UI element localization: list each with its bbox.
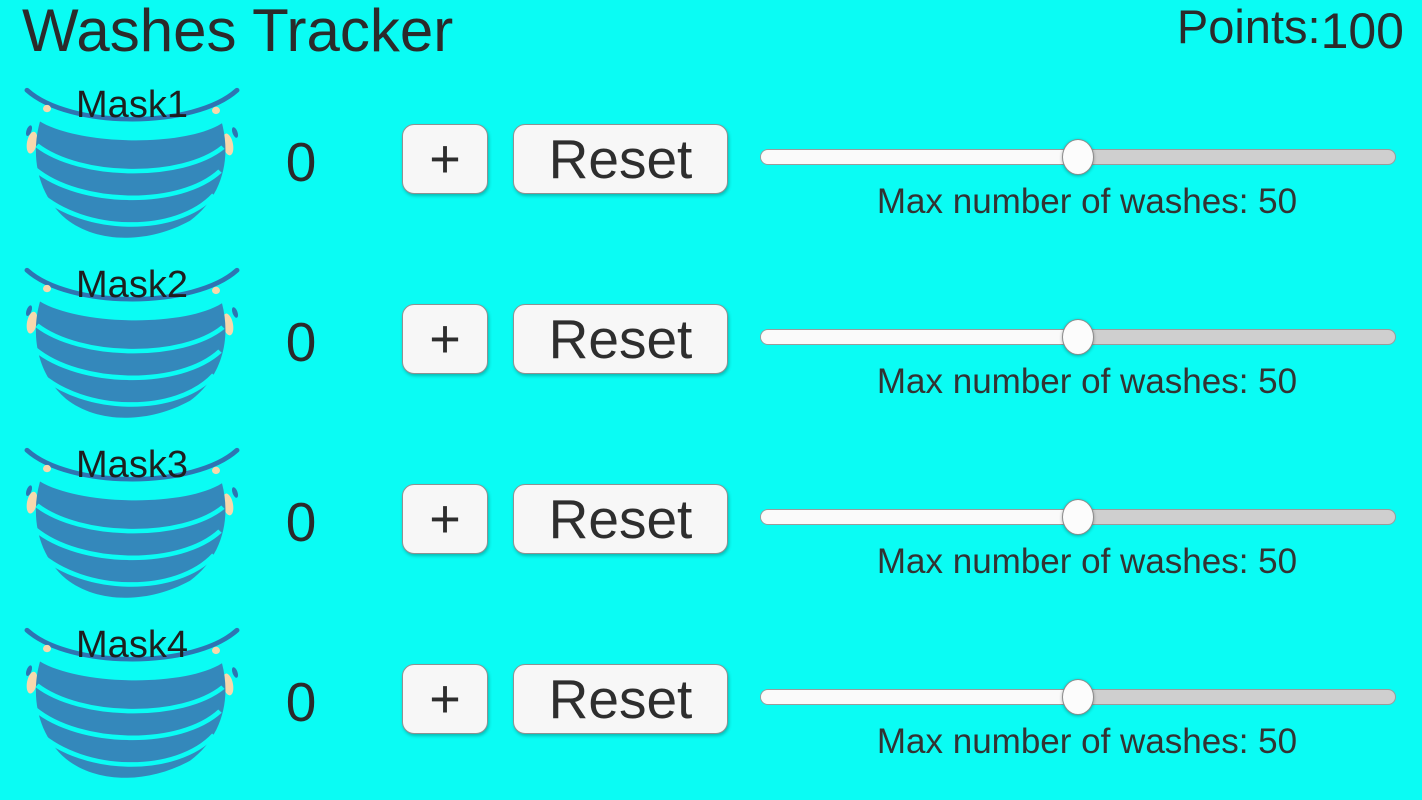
reset-button[interactable]: Reset xyxy=(513,124,728,194)
slider-thumb[interactable] xyxy=(1062,319,1094,355)
reset-button[interactable]: Reset xyxy=(513,484,728,554)
points-value: 100 xyxy=(1320,3,1404,59)
slider-thumb[interactable] xyxy=(1062,139,1094,175)
slider-fill xyxy=(761,690,1078,704)
wash-count: 0 xyxy=(285,491,317,553)
mask-row: Mask4 0 + Reset Max number of washes: 50 xyxy=(0,613,1422,793)
mask-row: Mask3 0 + Reset Max number of washes: 50 xyxy=(0,433,1422,613)
increment-button[interactable]: + xyxy=(402,124,488,194)
reset-button[interactable]: Reset xyxy=(513,664,728,734)
points-label: Points: xyxy=(1176,0,1321,53)
wash-count: 0 xyxy=(285,671,317,733)
increment-button[interactable]: + xyxy=(402,664,488,734)
mask-row: Mask2 0 + Reset Max number of washes: 50 xyxy=(0,253,1422,433)
increment-button[interactable]: + xyxy=(402,304,488,374)
mask-label: Mask3 xyxy=(76,444,188,486)
points-display: Points:100 xyxy=(1176,0,1404,58)
wash-count: 0 xyxy=(285,311,317,373)
max-washes-slider[interactable] xyxy=(760,139,1396,175)
slider-fill xyxy=(761,510,1078,524)
max-washes-label: Max number of washes: 50 xyxy=(876,722,1298,761)
slider-fill xyxy=(761,330,1078,344)
mask-label: Mask4 xyxy=(76,624,188,666)
slider-thumb[interactable] xyxy=(1062,499,1094,535)
max-washes-label: Max number of washes: 50 xyxy=(876,182,1298,221)
page-title: Washes Tracker xyxy=(22,0,454,64)
max-washes-slider[interactable] xyxy=(760,499,1396,535)
increment-button[interactable]: + xyxy=(402,484,488,554)
wash-count: 0 xyxy=(285,131,317,193)
max-washes-label: Max number of washes: 50 xyxy=(876,362,1298,401)
max-washes-slider[interactable] xyxy=(760,319,1396,355)
slider-thumb[interactable] xyxy=(1062,679,1094,715)
mask-row: Mask1 0 + Reset Max number of washes: 50 xyxy=(0,73,1422,253)
mask-label: Mask1 xyxy=(76,84,188,126)
max-washes-label: Max number of washes: 50 xyxy=(876,542,1298,581)
slider-fill xyxy=(761,150,1078,164)
mask-label: Mask2 xyxy=(76,264,188,306)
max-washes-slider[interactable] xyxy=(760,679,1396,715)
reset-button[interactable]: Reset xyxy=(513,304,728,374)
